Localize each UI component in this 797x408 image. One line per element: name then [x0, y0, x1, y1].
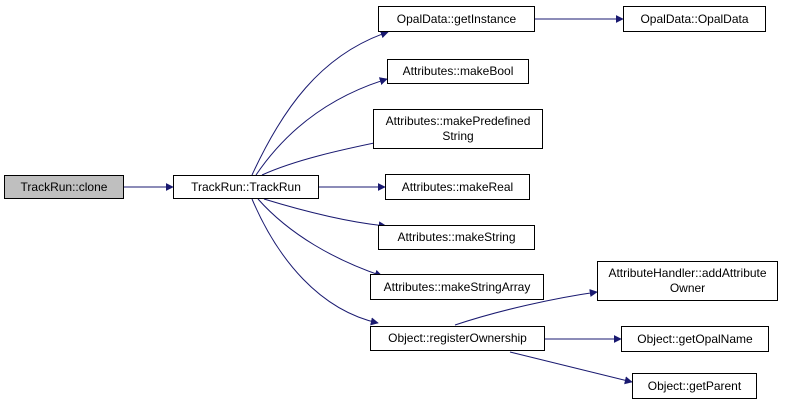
node-label-line2: Owner	[669, 281, 706, 295]
node-label-line2: String	[442, 129, 474, 143]
node-label-line1: AttributeHandler::addAttribute	[608, 266, 767, 280]
node-label: Object::registerOwnership	[388, 331, 527, 345]
node-label: Object::getOpalName	[637, 331, 753, 346]
node-attributes-makepredefinedstring[interactable]: Attributes::makePredefined String	[373, 109, 543, 149]
node-label: Object::getParent	[647, 378, 742, 393]
edge-trackrun-to-makebool	[255, 77, 388, 176]
node-attributehandler-addattributeowner[interactable]: AttributeHandler::addAttribute Owner	[597, 261, 778, 301]
edge-trackrun-to-makestringarray	[257, 198, 383, 278]
edge-registerownership-to-getparent	[509, 351, 633, 385]
node-object-registerownership[interactable]: Object::registerOwnership	[370, 326, 545, 351]
edge-trackrun-to-makepredefined	[261, 138, 385, 176]
edge-trackrun-to-makestring	[263, 198, 387, 230]
node-attributes-makebool[interactable]: Attributes::makeBool	[387, 59, 529, 84]
node-label: TrackRun::TrackRun	[191, 179, 301, 194]
node-opaldata-opaldata[interactable]: OpalData::OpalData	[623, 6, 766, 32]
node-label: OpalData::OpalData	[640, 11, 749, 26]
node-attributes-makestring[interactable]: Attributes::makeString	[378, 225, 535, 250]
node-label: TrackRun::clone	[20, 179, 108, 194]
node-trackrun-clone: TrackRun::clone	[4, 175, 124, 199]
node-attributes-makestringarray[interactable]: Attributes::makeStringArray	[370, 274, 544, 300]
node-label-line1: Attributes::makePredefined	[385, 114, 531, 128]
node-opaldata-getinstance[interactable]: OpalData::getInstance	[378, 6, 535, 32]
node-object-getparent[interactable]: Object::getParent	[632, 373, 757, 399]
node-attributes-makereal[interactable]: Attributes::makeReal	[385, 174, 530, 200]
edge-trackrun-to-getinstance	[251, 30, 389, 176]
node-label: Attributes::makeBool	[402, 64, 514, 78]
edge-registerownership-to-addowner	[454, 289, 598, 326]
node-object-getopalname[interactable]: Object::getOpalName	[621, 326, 769, 352]
node-label: OpalData::getInstance	[396, 11, 517, 26]
node-label: Attributes::makeString	[397, 230, 516, 244]
node-trackrun-trackrun[interactable]: TrackRun::TrackRun	[173, 175, 319, 199]
node-label: Attributes::makeReal	[401, 179, 514, 194]
edge-trackrun-to-registerownership	[251, 198, 379, 326]
node-label: Attributes::makeStringArray	[383, 279, 531, 294]
